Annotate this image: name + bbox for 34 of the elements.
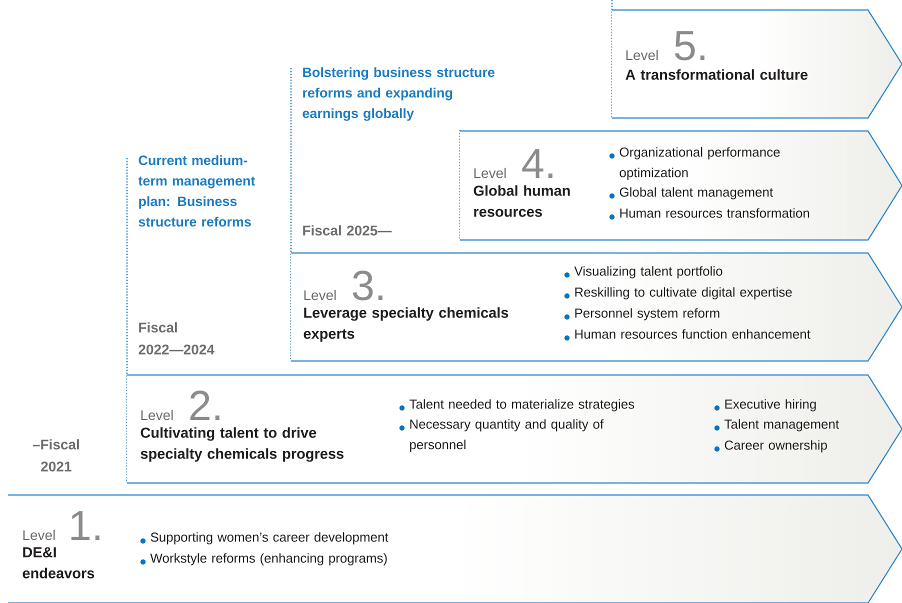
bullet-item: Talent needed to materialize strategies bbox=[399, 399, 634, 412]
bullet-item: Supporting women’s career development bbox=[140, 532, 388, 544]
bullet-item: Talent management bbox=[714, 419, 839, 432]
bullet-item: Career ownership bbox=[714, 440, 827, 452]
bullet-item: Organizational performance optimization bbox=[609, 147, 780, 180]
bullet-item: Human resources function enhancement bbox=[564, 329, 810, 341]
level-title: Cultivating talent to drive specialty chemicals progress bbox=[140, 427, 344, 462]
bullet-item: Visualizing talent portfolio bbox=[564, 266, 722, 278]
bullet-item: Executive hiring bbox=[714, 399, 816, 412]
bullet-item: Human resources transformation bbox=[609, 208, 810, 220]
level-number: 5. bbox=[674, 31, 704, 60]
level-number: 1. bbox=[71, 511, 100, 540]
level-title: Leverage specialty chemicals experts bbox=[304, 307, 508, 342]
level-label: Level bbox=[474, 168, 506, 178]
bullet-item: Reskilling to cultivate digital expertise bbox=[564, 287, 792, 300]
bullet-item: Necessary quantity and quality of personnel bbox=[399, 419, 604, 452]
bullet-item: Personnel system reform bbox=[564, 308, 720, 320]
period-heading: Bolstering business structure reforms and expanding earnings globally bbox=[302, 67, 495, 121]
level-label: Level bbox=[626, 50, 658, 60]
bullet-item: Global talent management bbox=[609, 187, 773, 200]
bullet-item: Workstyle reforms (enhancing programs) bbox=[140, 553, 387, 566]
period-heading: Current medium-term management plan: Business structure reforms bbox=[138, 155, 256, 227]
level-number: 2. bbox=[190, 390, 220, 420]
level-title: Global human resources bbox=[474, 185, 570, 217]
level-title: A transformational culture bbox=[626, 69, 808, 80]
level-number: 3. bbox=[352, 270, 382, 300]
level-number: 4. bbox=[522, 149, 552, 178]
level-title: DE&I endeavors bbox=[22, 547, 94, 578]
period-label: –Fiscal 2021 bbox=[32, 439, 79, 472]
level-label: Level bbox=[23, 530, 55, 540]
period-label: Fiscal 2025— bbox=[303, 225, 392, 236]
level-label: Level bbox=[304, 290, 336, 300]
period-label: Fiscal 2022—2024 bbox=[138, 322, 214, 354]
level-label: Level bbox=[141, 410, 173, 420]
